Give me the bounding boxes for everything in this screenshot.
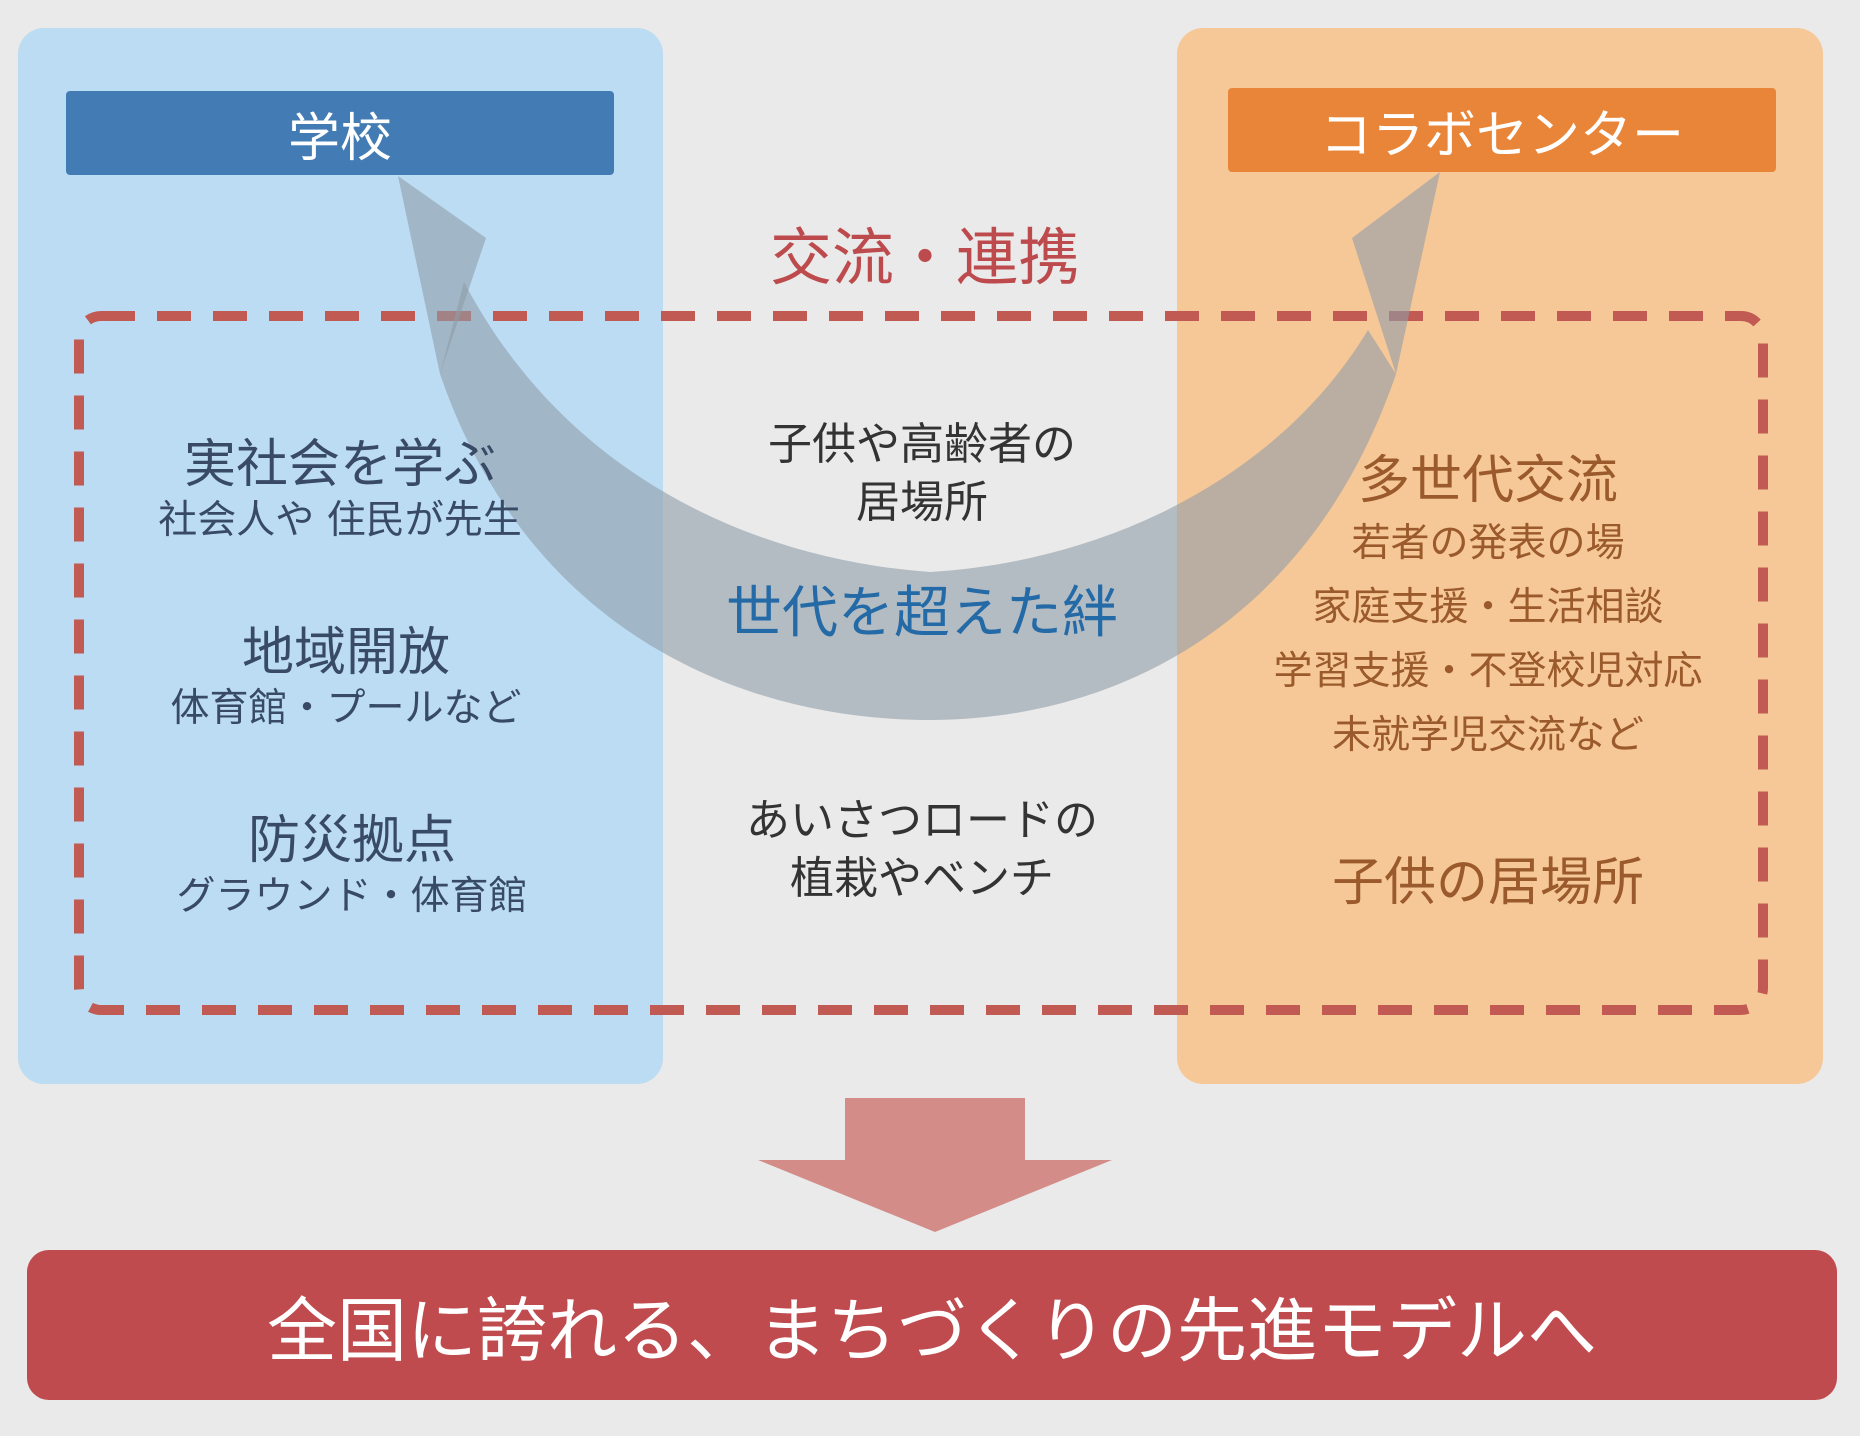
center-item-2-line-2: 植栽やベンチ — [790, 853, 1054, 904]
collab-item-sub: 家庭支援・生活相談 — [1312, 585, 1664, 630]
school-item-sub: 社会人や 住民が先生 — [158, 498, 522, 543]
collab-item-multigenerational: 多世代交流 若者の発表の場 家庭支援・生活相談 学習支援・不登校児対応 未就学児… — [1273, 450, 1702, 768]
center-item-2-line-1: あいさつロードの — [746, 795, 1098, 846]
collab-item-sub: 若者の発表の場 — [1351, 521, 1625, 566]
right-arrowhead — [1352, 172, 1440, 374]
school-header-label: 学校 — [287, 108, 392, 169]
school-header: 学校 — [66, 91, 614, 175]
school-item-real-society: 実社会を学ぶ 社会人や 住民が先生 — [158, 434, 521, 546]
center-item-1-line-2: 居場所 — [856, 477, 988, 528]
collab-item-children-place: 子供の居場所 — [1332, 852, 1644, 914]
collab-item-sub: 未就学児交流など — [1331, 713, 1645, 758]
bond-across-generations-label: 世代を超えた絆 — [726, 581, 1118, 646]
result-label: 全国に誇れる、まちづくりの先進モデルへ — [267, 1289, 1597, 1372]
result-box: 全国に誇れる、まちづくりの先進モデルへ — [27, 1250, 1837, 1400]
exchange-cooperation-label: 交流・連携 — [769, 221, 1081, 294]
school-item-community-opening: 地域開放 体育館・プールなど — [170, 622, 521, 734]
center-item-1-line-1: 子供や高齢者の — [768, 419, 1076, 470]
school-item-title: 実社会を学ぶ — [183, 435, 496, 495]
collab-item-title: 多世代交流 — [1357, 451, 1619, 511]
curved-arrow-body — [440, 282, 1396, 720]
school-item-sub: グラウンド・体育館 — [176, 874, 528, 919]
school-item-disaster-base: 防災拠点 グラウンド・体育館 — [176, 810, 527, 922]
collab-center-header: コラボセンター — [1228, 88, 1776, 172]
center-item-greeting-road: あいさつロードの 植栽やベンチ — [746, 792, 1098, 908]
school-item-title: 防災拠点 — [247, 811, 457, 871]
down-arrow — [758, 1098, 1112, 1232]
school-item-title: 地域開放 — [241, 623, 451, 683]
school-item-sub: 体育館・プールなど — [170, 686, 522, 731]
center-item-elderly-children-place: 子供や高齢者の 居場所 — [768, 416, 1076, 532]
left-arrowhead — [398, 176, 486, 374]
collab-item-title: 子供の居場所 — [1331, 853, 1645, 913]
collab-center-header-label: コラボセンター — [1319, 105, 1684, 166]
collab-item-sub: 学習支援・不登校児対応 — [1273, 649, 1703, 694]
